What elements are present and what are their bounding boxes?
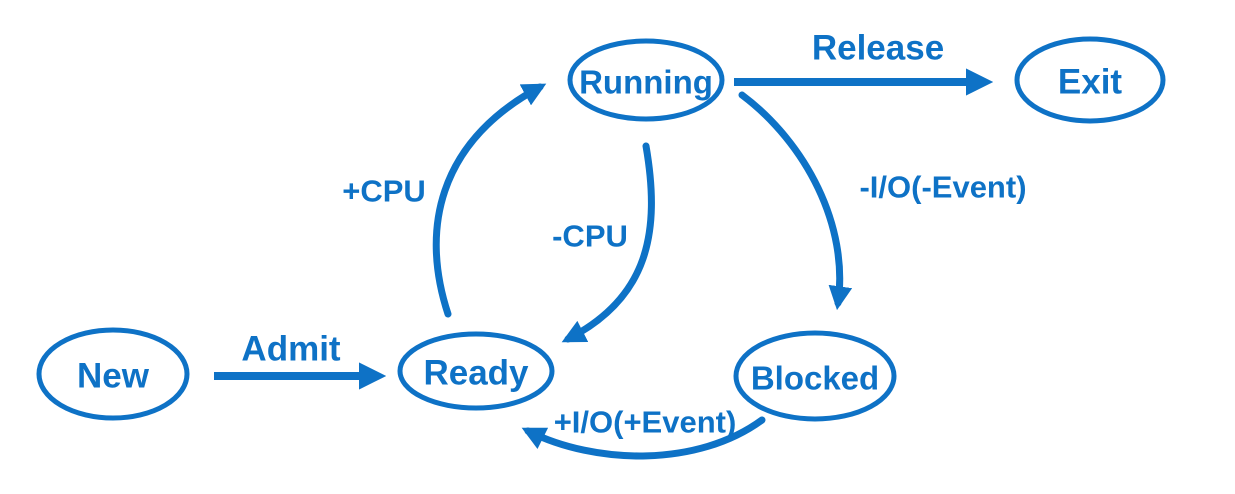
transition-label-lose-cpu: -CPU: [552, 219, 628, 254]
state-node-new: New: [36, 327, 190, 421]
transition-io-request: -I/O(-Event): [738, 91, 1027, 311]
state-node-ready: Ready: [397, 331, 555, 411]
transition-label-release: Release: [812, 29, 944, 68]
state-ellipse-running: [567, 38, 725, 122]
transition-lose-cpu: -CPU: [552, 142, 655, 343]
state-ellipse-ready: [397, 331, 555, 411]
transition-release: Release: [734, 29, 994, 96]
arrow-io-complete: [521, 416, 766, 460]
transition-get-cpu: +CPU: [342, 83, 547, 318]
state-label-running: Running: [579, 64, 713, 101]
transition-label-get-cpu: +CPU: [342, 174, 426, 209]
state-label-blocked: Blocked: [751, 360, 879, 397]
arrow-get-cpu: [432, 83, 547, 318]
state-label-exit: Exit: [1058, 63, 1123, 102]
state-node-blocked: Blocked: [733, 330, 897, 422]
transition-label-admit: Admit: [241, 330, 341, 369]
arrow-lose-cpu: [561, 142, 655, 343]
arrow-io-request: [738, 91, 853, 311]
state-node-exit: Exit: [1014, 36, 1166, 124]
transition-label-io-request: -I/O(-Event): [859, 170, 1026, 205]
state-label-new: New: [77, 357, 150, 396]
state-node-running: Running: [567, 38, 725, 122]
state-ellipse-blocked: [733, 330, 897, 422]
state-label-ready: Ready: [423, 354, 529, 393]
state-ellipse-exit: [1014, 36, 1166, 124]
transition-admit: Admit: [214, 330, 387, 390]
transition-io-complete: +I/O(+Event): [521, 405, 766, 460]
transition-label-io-complete: +I/O(+Event): [554, 405, 737, 440]
state-ellipse-new: [36, 327, 190, 421]
